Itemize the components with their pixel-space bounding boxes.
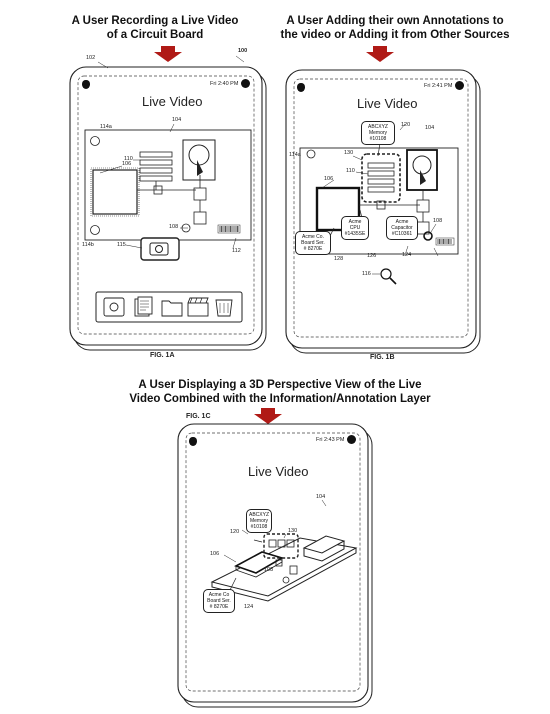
apple-icon xyxy=(297,83,305,92)
dock-camera-icon xyxy=(103,297,125,317)
ref-114a-fig1b: 114a xyxy=(289,152,301,158)
ref-108-fig1a: 108 xyxy=(169,224,179,230)
ref-116-fig1b: 116 xyxy=(362,271,371,277)
barcode-icon xyxy=(217,224,241,234)
caption-fig1b: FIG. 1B xyxy=(370,354,395,361)
callout-cpu-fig1b: Acme CPU #1435SE xyxy=(341,216,369,240)
ref-108-fig1c: 108 xyxy=(264,567,274,573)
ref-106-fig1c: 106 xyxy=(210,551,220,557)
callout-memory-fig1b: ABCXYZ Memory #10108 xyxy=(361,121,395,145)
ref-104-fig1a: 104 xyxy=(172,117,182,123)
ref-124-fig1b: 124 xyxy=(402,252,412,258)
search-icon[interactable] xyxy=(455,81,464,90)
folder-icon xyxy=(161,300,183,317)
ref-112-fig1a: 112 xyxy=(232,248,241,254)
ref-106-fig1a: 106 xyxy=(122,161,132,167)
ref-128-fig1b: 128 xyxy=(334,256,344,262)
apple-icon xyxy=(189,437,197,446)
callout-capacitor-fig1b: Acme Capacitor #C10361 xyxy=(386,216,418,240)
heading-fig1c: A User Displaying a 3D Perspective View … xyxy=(129,379,431,405)
ref-102: 102 xyxy=(86,55,96,61)
ref-110-fig1a: 110 xyxy=(124,156,133,162)
status-time-fig1b: Fri 2:41 PM xyxy=(424,83,453,89)
callout-board-fig1b: Acme Co. Board Ser. # 8270E xyxy=(295,231,331,255)
clapperboard-icon xyxy=(187,297,209,317)
caption-fig1a: FIG. 1A xyxy=(150,352,175,359)
ref-114b-fig1a: 114b xyxy=(82,242,94,248)
ref-126-fig1b: 126 xyxy=(367,253,377,259)
apple-icon xyxy=(82,80,90,89)
heading-fig1b: A User Adding their own Annotations to t… xyxy=(280,15,510,41)
ref-115-fig1a: 115 xyxy=(117,242,126,248)
magnifier-icon[interactable] xyxy=(380,268,397,285)
screen-title-fig1b: Live Video xyxy=(357,96,418,111)
documents-icon xyxy=(134,296,153,317)
camera-icon xyxy=(149,242,169,256)
ref-120-fig1b: 120 xyxy=(401,122,411,128)
screen-title-fig1c: Live Video xyxy=(248,464,309,479)
heading-fig1a: A User Recording a Live Video of a Circu… xyxy=(71,15,239,41)
callout-memory-fig1c: ABCXYZ Memory #10108 xyxy=(246,509,272,533)
barcode-icon xyxy=(435,237,455,246)
caption-fig1c: FIG. 1C xyxy=(186,413,211,420)
callout-board-fig1c: Acme Co Board Ser. # 8270E xyxy=(203,589,235,613)
ref-114a-fig1a: 114a xyxy=(100,124,112,130)
search-icon[interactable] xyxy=(347,435,356,444)
ref-100-fig1a: 100 xyxy=(238,48,248,54)
ref-104-fig1b: 104 xyxy=(425,125,435,131)
ref-108-fig1b: 108 xyxy=(433,218,443,224)
ref-110-fig1b: 110 xyxy=(346,168,355,174)
trash-icon xyxy=(215,299,233,317)
ref-106-fig1b: 106 xyxy=(324,176,334,182)
ref-130-fig1c: 130 xyxy=(288,528,298,534)
ref-130-fig1b: 130 xyxy=(344,150,354,156)
screen-title-fig1a: Live Video xyxy=(142,94,203,109)
ref-104-fig1c: 104 xyxy=(316,494,326,500)
ref-120-fig1c: 120 xyxy=(230,529,240,535)
status-time-fig1a: Fri 2:40 PM xyxy=(210,81,239,87)
ref-124-fig1c: 124 xyxy=(244,604,254,610)
status-time-fig1c: Fri 2:43 PM xyxy=(316,437,345,443)
search-icon[interactable] xyxy=(241,79,250,88)
